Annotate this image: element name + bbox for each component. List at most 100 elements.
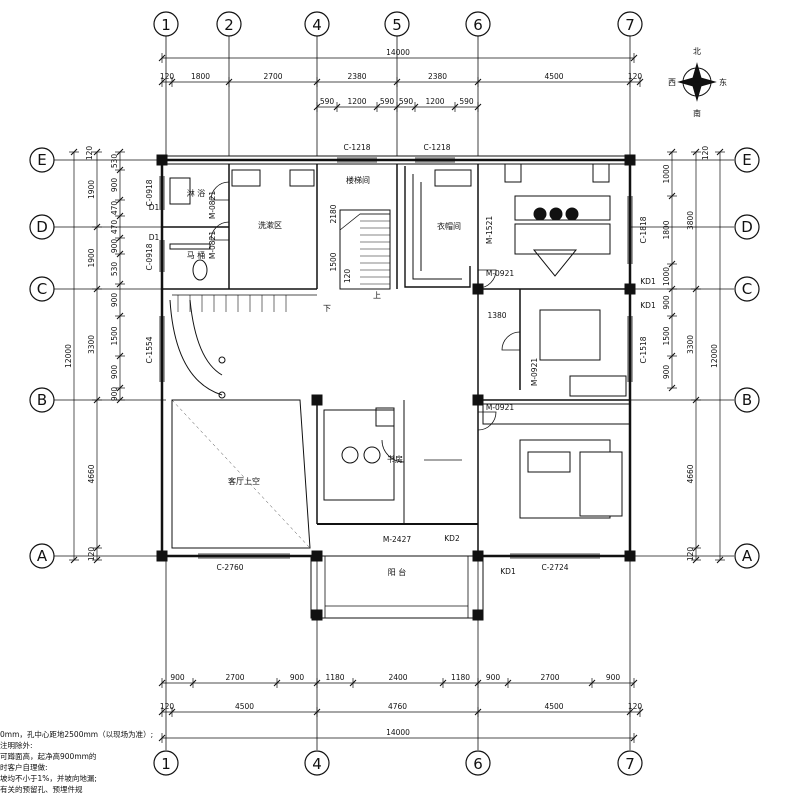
axis-label-right-C: C [742,280,752,298]
dim-top-row1-text: 1800 [191,72,210,81]
axis-bubble-bottom-1 [153,750,179,776]
dim-bottom-row1-tick [189,679,197,687]
compass-east: 东 [719,77,727,87]
note-line: 注明除外: [0,741,33,750]
room-label-wash-area: 洗漱区 [258,220,282,230]
dim-right-inner-tick [668,192,676,200]
opening-code: C-0918 [145,243,154,270]
dim-left-inner-tick [116,234,124,242]
dim-left-mid-tick [93,148,101,156]
dim-left-inner-text: 470 [110,220,119,235]
opening-code: D1 [149,203,160,212]
room-label-balcony: 阳 台 [388,567,407,577]
axis-bubble-right-C [734,276,760,302]
dim-top-row2-tick [333,103,341,111]
room-label-toilet: 马 桶 [187,250,206,260]
door-swing-shower [210,181,230,201]
note-line: 时客户自理做: [0,763,48,772]
stair-turn [339,213,390,231]
chair-icon [363,446,381,464]
dim-left-total-text: 12000 [64,344,73,368]
opening-code: 120 [343,269,352,284]
opening-code: C-1218 [423,143,450,152]
dim-bottom-total-text: 14000 [386,728,410,737]
axis-bubble-6 [465,11,491,37]
opening-code: C-1554 [145,336,154,363]
structural-column [311,609,323,621]
nightstand-icon [504,163,522,183]
curved-stair-outer [169,299,223,396]
chair-icon [341,446,359,464]
opening-code: C-1218 [343,143,370,152]
dim-top-row2-tick [393,103,401,111]
dim-top-row2-tick [451,103,459,111]
axis-bubble-left-A [29,543,55,569]
compass-south: 南 [693,108,701,118]
dim-top-row1-tick [158,78,166,86]
door-swing-lounge [477,411,497,431]
dim-left-total-tick [70,148,78,156]
dim-left-mid-tick [93,396,101,404]
dim-top-row1-tick [393,78,401,86]
axis-bubble-left-E [29,147,55,173]
dim-right-mid-text: 3800 [686,211,695,230]
axis-label-6: 6 [473,16,483,34]
axis-label-bottom-6: 6 [473,755,483,773]
dim-top-row1-text: 4500 [544,72,563,81]
axis-label-right-A: A [742,547,753,565]
compass-north: 北 [693,47,701,56]
opening-code: M-1521 [485,216,494,244]
dim-right-inner-tick [668,148,676,156]
dim-bottom-row1-tick [273,679,281,687]
dim-top-row2-text: 1200 [347,97,366,106]
dim-top-row2-tick [474,103,482,111]
pillow-icon [533,207,547,221]
dim-left-mid-tick [93,285,101,293]
opening-code: KD1 [640,277,656,286]
wardrobe-row-icon [482,403,631,425]
dim-tick-right: 120 [701,146,710,161]
dim-left-mid-text: 4660 [87,464,96,483]
dim-bottom-row2-tick [474,708,482,716]
dim-top-row1-tick [168,78,176,86]
wash-cabinet-icon [289,169,315,187]
dim-bottom-row1-tick [349,679,357,687]
tv-wall-icon [532,249,578,277]
axis-label-4: 4 [312,16,322,34]
bed-headboard [514,195,611,221]
dim-right-inner-tick [668,312,676,320]
dim-top-total-tick [630,54,638,62]
dim-left-mid-text: 3300 [87,335,96,354]
dim-top-row1-text: 2380 [428,72,447,81]
compass-west: 西 [668,78,676,87]
dim-left-inner-tick [116,196,124,204]
closet-shelf [412,174,462,280]
note-line: 有关的预留孔、预埋件规 [0,785,83,794]
opening-code: C-2760 [216,563,243,572]
axis-label-2: 2 [224,16,234,34]
dim-bottom-row1-text: 2400 [388,673,407,682]
shower-tray-icon [169,177,191,205]
balcony-outline [310,555,484,619]
dim-left-inner-tick [116,148,124,156]
wash-basin-icon [231,169,261,187]
dim-top-row2-text: 590 [459,97,474,106]
dim-right-mid-tick [692,148,700,156]
dim-right-mid-text: 3300 [686,335,695,354]
dim-left-mid-tick [93,544,101,552]
dim-right-mid-text: 120 [686,547,695,562]
closet-vanity [434,169,472,187]
dim-right-inner-text: 1000 [662,267,671,286]
opening-code: M-0921 [530,358,539,386]
dim-bottom-total-tick [158,734,166,742]
dim-left-inner-text: 530 [110,154,119,169]
axis-label-left-E: E [37,151,46,169]
construction-notes: 0mm，孔中心距地2500mm（以现场为准）; 注明除外: 可蹲面高，起净高90… [0,729,175,795]
dim-bottom-row1-text: 900 [170,673,185,682]
axis-label-left-C: C [37,280,47,298]
note-line: 可蹲面高，起净高900mm的 [0,752,97,761]
master-bed-icon [514,223,611,255]
dim-top-row1-tick [313,78,321,86]
dim-top-row1-text: 2700 [263,72,282,81]
dim-left-inner-tick [116,250,124,258]
